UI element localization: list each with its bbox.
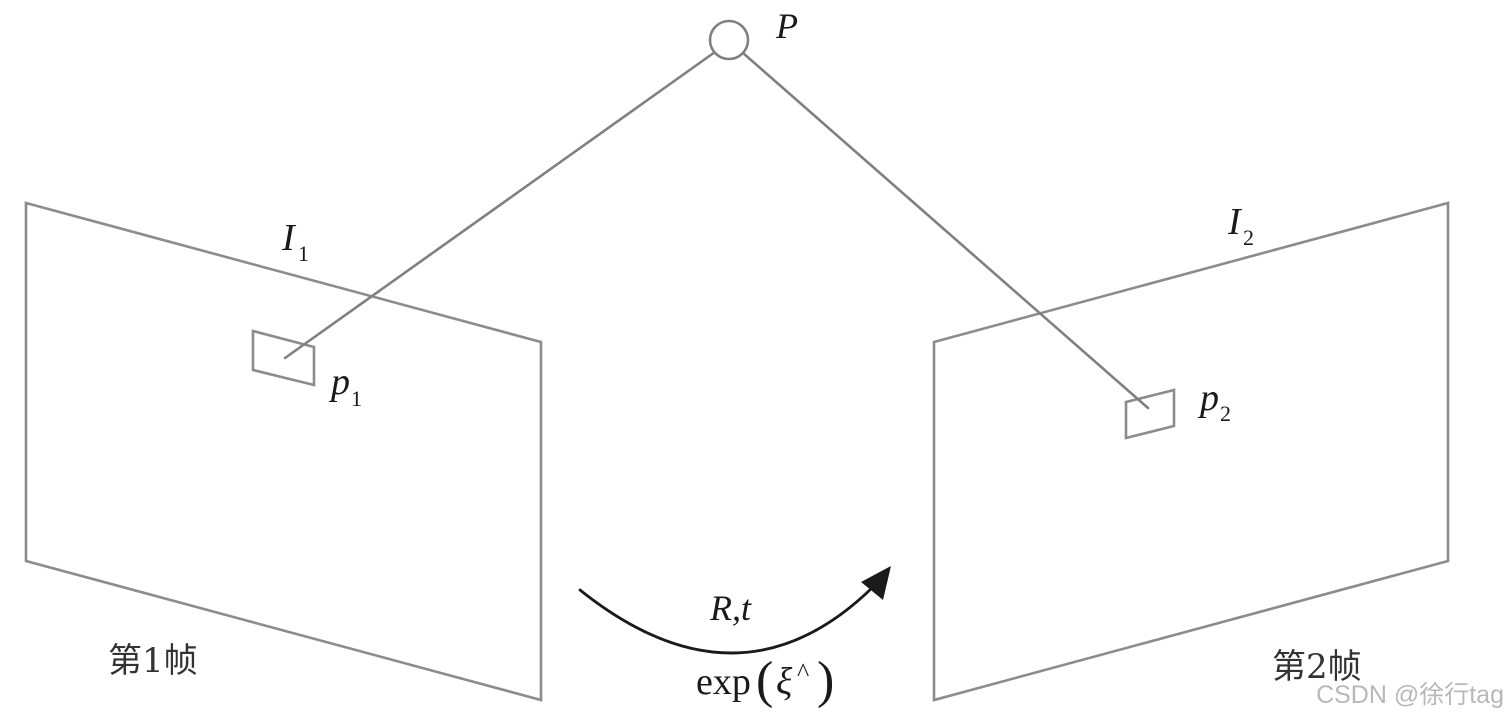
image-label-1: I: [281, 217, 297, 259]
projection-ray-2: [741, 51, 1150, 410]
keypoint-index-1: 1: [351, 386, 362, 411]
watermark-text: CSDN @徐行tag: [1316, 681, 1504, 709]
keypoint-label-1: p: [328, 361, 350, 403]
keypoint-patch-2: [1124, 388, 1176, 440]
motion-arrow: [578, 584, 876, 655]
frame-caption-1: 第1帧: [108, 641, 198, 681]
motion-rt-label: R,t: [709, 588, 752, 628]
image-index-1: 1: [298, 241, 309, 266]
motion-exp-rparen: ): [817, 652, 834, 709]
keypoint-index-2: 2: [1220, 401, 1231, 426]
image-plane-2: [932, 201, 1450, 702]
motion-xi-symbol: ξ: [776, 661, 793, 703]
keypoint-label-2: p: [1197, 377, 1219, 419]
image-plane-1: [24, 201, 543, 702]
point-p-circle: [708, 19, 750, 61]
motion-exp-lparen: (: [756, 652, 773, 709]
keypoint-patch-1: [251, 329, 316, 387]
projection-ray-1: [283, 50, 717, 360]
point-p-label: P: [775, 6, 798, 46]
motion-exp-label: exp: [696, 661, 751, 703]
frame-caption-2: 第2帧: [1272, 647, 1362, 687]
image-label-2: I: [1227, 201, 1243, 243]
image-index-2: 2: [1243, 225, 1254, 250]
motion-hat-symbol: ^: [797, 658, 809, 687]
motion-arrow-head: [861, 566, 891, 600]
